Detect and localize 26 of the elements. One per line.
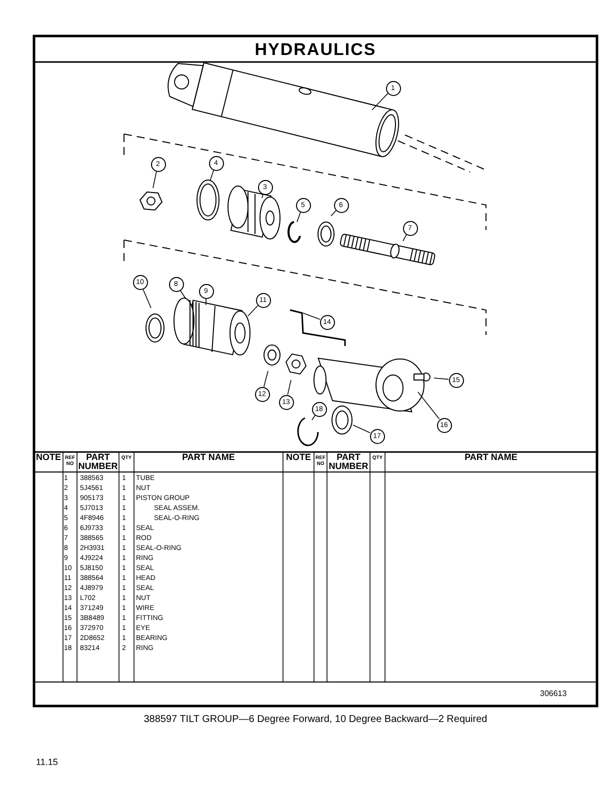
leader-line — [248, 305, 258, 316]
leader-line — [302, 312, 320, 320]
leader-line — [152, 170, 157, 188]
leader-line — [142, 288, 152, 308]
leader-line — [287, 380, 292, 396]
leader-line — [210, 170, 214, 182]
leader-line — [434, 378, 449, 380]
leader-line — [418, 392, 440, 420]
leader-line — [296, 212, 301, 222]
title: HYDRAULICS — [254, 40, 378, 60]
leader-line — [402, 234, 407, 242]
column-header: PART NAME — [181, 453, 236, 462]
leader-line — [330, 210, 336, 216]
column-header: PART NAME — [464, 453, 518, 462]
caption: 388597 TILT GROUP—6 Degree Forward, 10 Degree Backward—2 Required — [142, 714, 488, 725]
leader-line — [180, 290, 186, 300]
page-number: 11.15 — [36, 757, 58, 767]
leader-line — [372, 93, 388, 110]
column-header: PART NUMBER — [328, 453, 370, 471]
leader-line — [352, 424, 371, 434]
drawing-number: 306613 — [540, 689, 567, 698]
column-header: NOTE — [284, 453, 312, 462]
column-header: NOTE — [34, 453, 62, 462]
leader-line — [312, 414, 316, 420]
column-header: PART NUMBER — [77, 453, 119, 471]
leader-line — [264, 370, 268, 388]
